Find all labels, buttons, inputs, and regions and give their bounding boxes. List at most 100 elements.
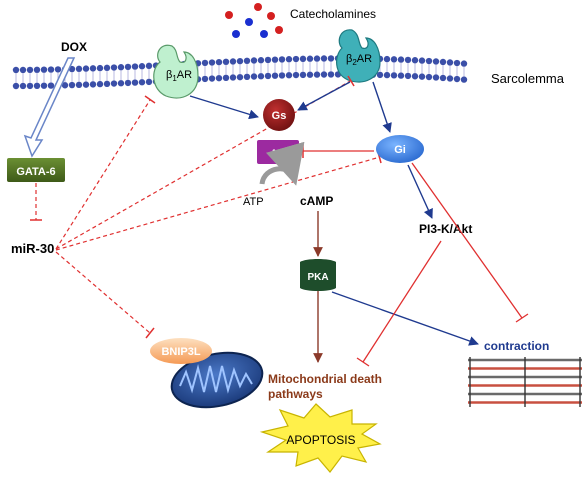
beta2-receptor-label: β2AR bbox=[346, 53, 372, 67]
lipid-head bbox=[299, 55, 307, 63]
sarcolemma-membrane bbox=[12, 55, 468, 90]
lipid-head bbox=[446, 59, 454, 66]
lipid-head bbox=[460, 76, 468, 83]
contraction-label: contraction bbox=[484, 339, 549, 353]
lipid-head bbox=[47, 82, 55, 89]
mir30-label: miR-30 bbox=[11, 241, 54, 256]
lipid-head bbox=[201, 59, 209, 67]
lipid-head bbox=[327, 71, 335, 78]
lipid-head bbox=[19, 82, 27, 90]
catecholamine-molecules bbox=[225, 3, 283, 38]
lipid-head bbox=[446, 75, 454, 82]
gata6-node bbox=[7, 158, 65, 182]
lipid-head bbox=[222, 74, 230, 82]
bnip3l-node bbox=[150, 338, 212, 364]
lipid-head bbox=[103, 80, 111, 88]
lipid-head bbox=[145, 78, 153, 86]
lipid-head bbox=[26, 66, 34, 74]
lipid-head bbox=[306, 71, 314, 78]
lipid-head bbox=[68, 81, 76, 89]
lipid-head bbox=[264, 72, 272, 80]
lipid-head bbox=[12, 82, 20, 90]
lipid-head bbox=[397, 56, 405, 63]
gs-label: Gs bbox=[272, 110, 287, 122]
lipid-head bbox=[278, 56, 286, 63]
lipid-head bbox=[390, 72, 398, 79]
lipid-head bbox=[327, 55, 335, 62]
beta2-adrenergic-receptor: β2AR bbox=[336, 29, 381, 83]
beta1-adrenergic-receptor: β1AR bbox=[153, 44, 199, 99]
lipid-head bbox=[229, 58, 237, 65]
mir30-inhibition-lines bbox=[55, 79, 381, 334]
lipid-head bbox=[285, 56, 293, 63]
lipid-head bbox=[138, 79, 146, 86]
lipid-head bbox=[404, 56, 412, 64]
bnip3l-label: BNIP3L bbox=[161, 346, 200, 358]
lipid-head bbox=[96, 80, 104, 88]
sarcomere-icon bbox=[468, 357, 582, 407]
pka-label: PKA bbox=[307, 272, 328, 283]
dox-hollow-arrow bbox=[23, 57, 76, 158]
lipid-head bbox=[96, 64, 104, 72]
lipid-head bbox=[271, 72, 279, 79]
lipid-head bbox=[250, 73, 258, 80]
gi-protein-node bbox=[376, 135, 424, 163]
ac-label: AC bbox=[270, 148, 286, 160]
lipid-head bbox=[131, 63, 139, 70]
lipid-head bbox=[33, 82, 41, 90]
apoptosis-label: APOPTOSIS bbox=[286, 433, 355, 447]
lipid-head bbox=[376, 71, 384, 79]
lipid-head bbox=[82, 81, 90, 88]
lipid-head bbox=[243, 57, 251, 65]
dox-label: DOX bbox=[61, 40, 87, 54]
lipid-head bbox=[117, 80, 125, 87]
lipid-head bbox=[110, 80, 118, 87]
lipid-head bbox=[138, 63, 146, 70]
lipid-head bbox=[54, 66, 62, 73]
lipid-head bbox=[425, 73, 433, 81]
lipid-head bbox=[257, 73, 265, 80]
lipid-head bbox=[19, 66, 27, 74]
lipid-head bbox=[432, 74, 440, 81]
lipid-head bbox=[131, 79, 139, 86]
lipid-head bbox=[264, 56, 272, 64]
lipid-head bbox=[229, 74, 237, 81]
lipid-head bbox=[383, 71, 391, 79]
lipid-head bbox=[313, 55, 321, 62]
lipid-head bbox=[453, 59, 461, 67]
lipid-head bbox=[236, 73, 244, 81]
lipid-head bbox=[89, 81, 97, 88]
lipid-head bbox=[201, 75, 209, 83]
lipid-head bbox=[82, 65, 90, 72]
sarcolemma-label: Sarcolemma bbox=[491, 71, 565, 86]
lipid-head bbox=[271, 56, 279, 63]
lipid-head bbox=[425, 57, 433, 65]
lipid-head bbox=[40, 82, 48, 89]
lipid-head bbox=[215, 58, 223, 66]
lipid-head bbox=[439, 74, 447, 82]
lipid-head bbox=[383, 55, 391, 63]
lipid-head bbox=[411, 57, 419, 64]
pka-node bbox=[300, 259, 336, 291]
lipid-head bbox=[313, 71, 321, 78]
atp-to-camp-arrow bbox=[259, 141, 305, 186]
lipid-head bbox=[208, 75, 216, 82]
beta1-receptor-label: β1AR bbox=[166, 69, 192, 83]
lipid-head bbox=[250, 57, 258, 64]
lipid-head bbox=[103, 64, 111, 72]
lipid-head bbox=[320, 71, 328, 78]
gata6-label: GATA-6 bbox=[16, 166, 55, 178]
lipid-head bbox=[418, 57, 426, 64]
lipid-head bbox=[397, 72, 405, 79]
lipid-head bbox=[47, 66, 55, 73]
lipid-head bbox=[12, 66, 20, 74]
apoptosis-starburst bbox=[259, 403, 382, 473]
lipid-head bbox=[26, 82, 34, 90]
lipid-head bbox=[404, 72, 412, 80]
lipid-head bbox=[222, 58, 230, 66]
lipid-head bbox=[89, 65, 97, 72]
lipid-head bbox=[460, 60, 468, 67]
lipid-head bbox=[124, 63, 132, 71]
